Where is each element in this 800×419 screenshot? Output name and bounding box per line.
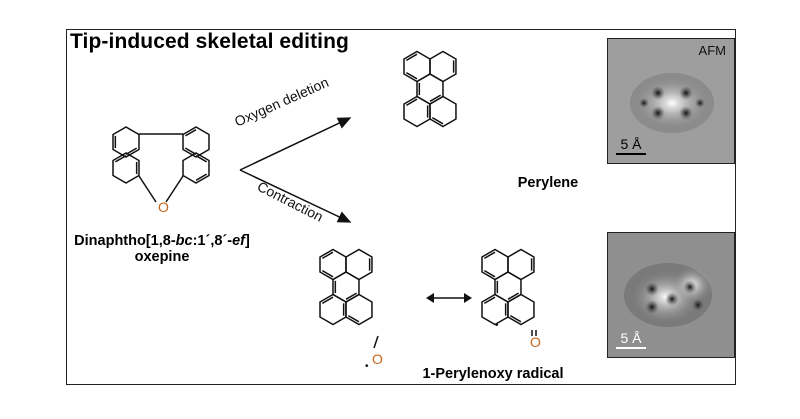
afm-top-scale-label: 5 Å bbox=[620, 136, 642, 152]
reactant-name-prefix: Dinaphtho[1,8- bbox=[74, 233, 176, 249]
double-bond bbox=[347, 315, 360, 323]
reactant-name-suffix: ] bbox=[244, 233, 250, 249]
reactant-name-italic-1: bc bbox=[175, 233, 193, 249]
radical-1-oxygen: O bbox=[372, 351, 383, 367]
reactant-oxygen-atom: O bbox=[158, 199, 169, 215]
ring bbox=[429, 95, 457, 128]
afm-bottom-scale-bar bbox=[616, 347, 646, 349]
reactant-name-mid: :1´,8´- bbox=[192, 233, 233, 249]
double-bond bbox=[321, 251, 334, 259]
perylenoxy-resonance-1 bbox=[319, 248, 379, 349]
double-bond bbox=[483, 296, 496, 304]
ring bbox=[182, 126, 210, 158]
double-bond bbox=[405, 98, 418, 106]
double-bond bbox=[405, 72, 418, 80]
c-o-bond bbox=[373, 335, 379, 349]
double-bond bbox=[429, 94, 442, 102]
double-bond bbox=[483, 251, 496, 259]
radical-label: 1-Perylenoxy radical bbox=[422, 366, 564, 382]
figure-title: Tip-induced skeletal editing bbox=[70, 30, 349, 53]
double-bond bbox=[431, 117, 444, 125]
ring bbox=[112, 152, 140, 184]
afm-image-perylene: AFM 5 Å bbox=[607, 38, 735, 164]
afm-image-perylenoxy: 5 Å bbox=[607, 232, 735, 358]
perylene-label: Perylene bbox=[517, 175, 579, 191]
ring bbox=[403, 95, 431, 128]
arrow-up bbox=[239, 117, 352, 171]
double-bond bbox=[483, 270, 496, 278]
reactant-name-italic-2: ef bbox=[232, 233, 245, 249]
double-bond bbox=[195, 155, 208, 163]
ether-bond bbox=[138, 175, 157, 203]
double-bond bbox=[321, 296, 334, 304]
afm-top-scalebar: 5 Å bbox=[616, 136, 646, 155]
arrow-down bbox=[239, 169, 352, 223]
figure-frame bbox=[66, 29, 736, 385]
double-bond bbox=[114, 155, 127, 163]
radical-2-oxygen: O bbox=[530, 334, 541, 350]
ring bbox=[507, 293, 535, 326]
double-headed-arrow-icon bbox=[426, 293, 472, 303]
ring bbox=[345, 293, 373, 326]
double-bond bbox=[509, 315, 522, 323]
radical-1-dot: • bbox=[365, 361, 369, 372]
reactant-name-line2: oxepine bbox=[134, 249, 190, 265]
perylene-structure bbox=[403, 50, 457, 128]
reaction-arrows bbox=[239, 117, 352, 223]
double-bond bbox=[345, 292, 358, 300]
afm-bottom-scalebar: 5 Å bbox=[616, 330, 646, 349]
reactant-name: Dinaphtho[1,8-bc:1´,8´-ef] oxepine bbox=[62, 233, 262, 265]
double-bond bbox=[184, 129, 197, 137]
radical-2-dot: • bbox=[495, 320, 499, 331]
afm-top-scale-bar bbox=[616, 153, 646, 155]
perylenoxy-resonance-2 bbox=[481, 248, 537, 336]
ether-bond bbox=[165, 175, 184, 203]
ring bbox=[112, 126, 140, 158]
reactant-structure bbox=[112, 126, 210, 203]
afm-tag: AFM bbox=[698, 43, 726, 58]
ring bbox=[182, 152, 210, 184]
double-bond bbox=[195, 173, 208, 181]
double-bond bbox=[405, 53, 418, 61]
afm-bottom-scale-label: 5 Å bbox=[620, 330, 642, 346]
ring bbox=[319, 293, 347, 326]
double-bond bbox=[507, 292, 520, 300]
double-bond bbox=[321, 270, 334, 278]
